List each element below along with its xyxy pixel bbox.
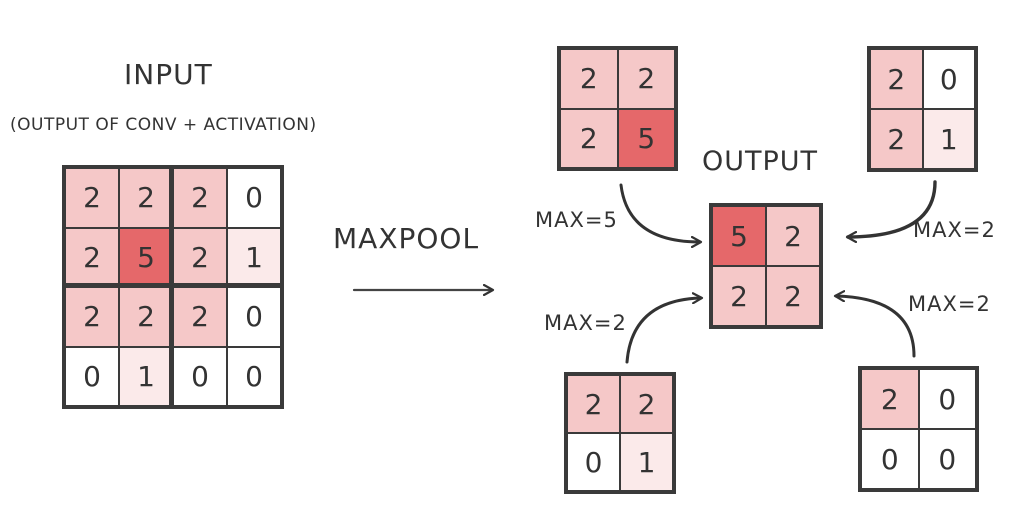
max-label-bottom-left: MAX=2 bbox=[544, 311, 627, 335]
pool-cell: 0 bbox=[919, 430, 975, 488]
output-cell: 2 bbox=[767, 207, 819, 265]
input-cell: 2 bbox=[66, 228, 118, 286]
pool-window-bottom-right: 2 0 0 0 bbox=[858, 366, 979, 492]
input-cell: 2 bbox=[66, 288, 118, 346]
max-label-bottom-right: MAX=2 bbox=[908, 292, 991, 316]
input-cell: 2 bbox=[120, 288, 172, 346]
input-cell: 1 bbox=[120, 347, 172, 405]
arrow-bottom-right bbox=[836, 296, 916, 358]
input-title: INPUT bbox=[124, 58, 213, 91]
pool-cell: 2 bbox=[862, 370, 918, 428]
pool-divider-horizontal bbox=[66, 283, 280, 287]
pool-cell: 2 bbox=[618, 50, 674, 108]
pool-cell: 2 bbox=[561, 109, 617, 167]
input-cell: 0 bbox=[228, 169, 280, 227]
input-cell: 2 bbox=[174, 169, 226, 227]
input-cell: 2 bbox=[66, 169, 118, 227]
arrow-top-right bbox=[848, 180, 937, 237]
pool-cell: 2 bbox=[871, 110, 922, 168]
pool-cell: 0 bbox=[862, 430, 918, 488]
arrow-bottom-left bbox=[625, 298, 701, 364]
input-grid: 2 2 2 0 2 5 2 1 2 2 2 0 0 1 0 0 bbox=[62, 165, 284, 409]
input-cell: 2 bbox=[174, 288, 226, 346]
pool-cell: 0 bbox=[919, 370, 975, 428]
pool-divider-vertical bbox=[169, 169, 173, 405]
output-grid: 5 2 2 2 bbox=[709, 203, 823, 329]
input-cell: 0 bbox=[66, 347, 118, 405]
max-label-top-left: MAX=5 bbox=[535, 208, 618, 232]
output-title: OUTPUT bbox=[702, 146, 819, 177]
input-subtitle: (OUTPUT OF CONV + ACTIVATION) bbox=[10, 115, 317, 135]
maxpool-label: MAXPOOL bbox=[333, 222, 480, 255]
pool-cell: 1 bbox=[923, 110, 974, 168]
input-cell: 1 bbox=[228, 228, 280, 286]
max-label-top-right: MAX=2 bbox=[913, 218, 996, 242]
output-cell: 2 bbox=[713, 267, 765, 325]
pool-cell: 2 bbox=[561, 50, 617, 108]
pool-window-bottom-left: 2 2 0 1 bbox=[564, 372, 676, 494]
output-cell: 5 bbox=[713, 207, 765, 265]
input-cell: 0 bbox=[228, 347, 280, 405]
output-cell: 2 bbox=[767, 267, 819, 325]
pool-window-top-left: 2 2 2 5 bbox=[557, 46, 678, 171]
pool-cell: 0 bbox=[923, 50, 974, 108]
pool-cell: 5 bbox=[618, 109, 674, 167]
pool-cell: 1 bbox=[621, 434, 672, 490]
arrow-top-left bbox=[619, 183, 700, 242]
pool-cell: 0 bbox=[568, 434, 619, 490]
pool-cell: 2 bbox=[871, 50, 922, 108]
input-cell: 5 bbox=[120, 228, 172, 286]
input-cell: 2 bbox=[120, 169, 172, 227]
pool-window-top-right: 2 0 2 1 bbox=[867, 46, 978, 172]
input-cell: 0 bbox=[228, 288, 280, 346]
pool-cell: 2 bbox=[621, 376, 672, 432]
pool-cell: 2 bbox=[568, 376, 619, 432]
input-cell: 0 bbox=[174, 347, 226, 405]
input-cell: 2 bbox=[174, 228, 226, 286]
